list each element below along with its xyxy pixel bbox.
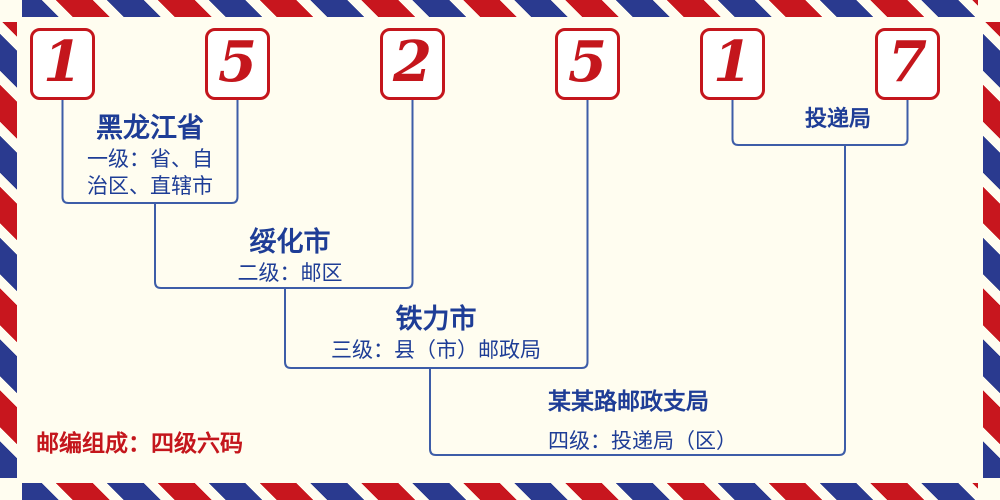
composition-note: 邮编组成：四级六码 bbox=[36, 431, 243, 457]
level2-description: 二级：邮区 bbox=[237, 260, 343, 285]
level2-label: 绥化市 二级：邮区 bbox=[195, 226, 385, 287]
level3-region-name: 铁力市 bbox=[395, 304, 477, 335]
digit-box-1: 1 bbox=[30, 28, 95, 100]
level1-description-line1: 一级：省、自 bbox=[87, 146, 213, 171]
digit-3: 2 bbox=[393, 29, 432, 95]
digit-box-6: 7 bbox=[875, 28, 940, 100]
level4-description: 四级：投递局（区） bbox=[548, 428, 737, 453]
digit-box-4: 5 bbox=[555, 28, 620, 100]
level4-branch-name: 某某路邮政支局 bbox=[548, 389, 709, 415]
delivery-office-name: 投递局 bbox=[804, 107, 871, 132]
level3-label: 铁力市 三级：县（市）邮政局 bbox=[316, 303, 556, 364]
digit-5: 1 bbox=[713, 29, 752, 95]
digit-box-2: 5 bbox=[205, 28, 270, 100]
level1-description-line2: 治区、直辖市 bbox=[87, 174, 213, 199]
level1-label: 黑龙江省 一级：省、自 治区、直辖市 bbox=[55, 112, 245, 200]
airmail-border-right bbox=[983, 22, 1000, 478]
airmail-border-top bbox=[22, 0, 978, 17]
level2-region-name: 绥化市 bbox=[249, 227, 331, 258]
level3-description: 三级：县（市）邮政局 bbox=[331, 337, 541, 362]
digit-4: 5 bbox=[568, 29, 607, 95]
airmail-border-bottom bbox=[22, 483, 978, 500]
airmail-border-left bbox=[0, 22, 17, 478]
digit-6: 7 bbox=[888, 29, 927, 95]
digit-2: 5 bbox=[218, 29, 257, 95]
digit-box-3: 2 bbox=[380, 28, 445, 100]
level4-label: 某某路邮政支局 四级：投递局（区） bbox=[548, 388, 778, 455]
digit-1: 1 bbox=[43, 29, 82, 95]
delivery-office-label: 投递局 bbox=[778, 106, 898, 134]
level1-region-name: 黑龙江省 bbox=[96, 113, 204, 144]
digit-box-5: 1 bbox=[700, 28, 765, 100]
